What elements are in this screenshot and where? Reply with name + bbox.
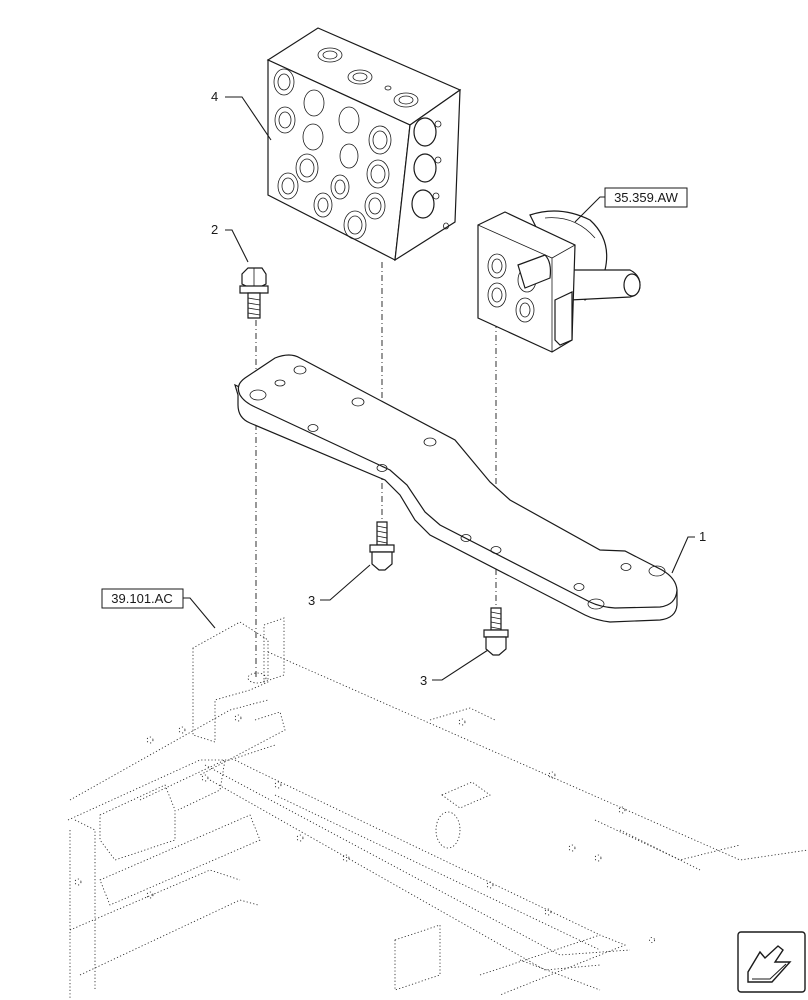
callout-item-3b: 3	[420, 673, 427, 688]
reference-box-frame[interactable]: 39.101.AC	[101, 588, 184, 609]
mounting-plate	[234, 354, 678, 623]
callout-item-2: 2	[211, 222, 218, 237]
leader-item-1	[671, 536, 695, 574]
bolt-item-3b	[483, 607, 509, 656]
leader-item-2	[225, 229, 249, 263]
reference-label-valve[interactable]: 35.359.AW	[614, 190, 679, 205]
leader-item-4	[225, 96, 272, 141]
callout-item-3a: 3	[308, 593, 315, 608]
bolt-item-3a	[369, 521, 395, 571]
leader-ref-frame	[183, 597, 216, 629]
valve-block	[266, 27, 462, 262]
callout-item-4: 4	[211, 89, 218, 104]
pilot-valve	[477, 210, 641, 353]
leader-item-3b	[432, 649, 489, 681]
machine-frame	[67, 617, 808, 1000]
leader-item-3a	[320, 564, 371, 601]
reference-label-frame[interactable]: 39.101.AC	[111, 591, 172, 606]
leader-ref-valve	[574, 196, 605, 223]
reference-box-valve[interactable]: 35.359.AW	[604, 187, 688, 208]
callout-item-1: 1	[699, 529, 706, 544]
bolt-item-2	[239, 267, 269, 319]
arrow-icon[interactable]	[737, 931, 806, 993]
